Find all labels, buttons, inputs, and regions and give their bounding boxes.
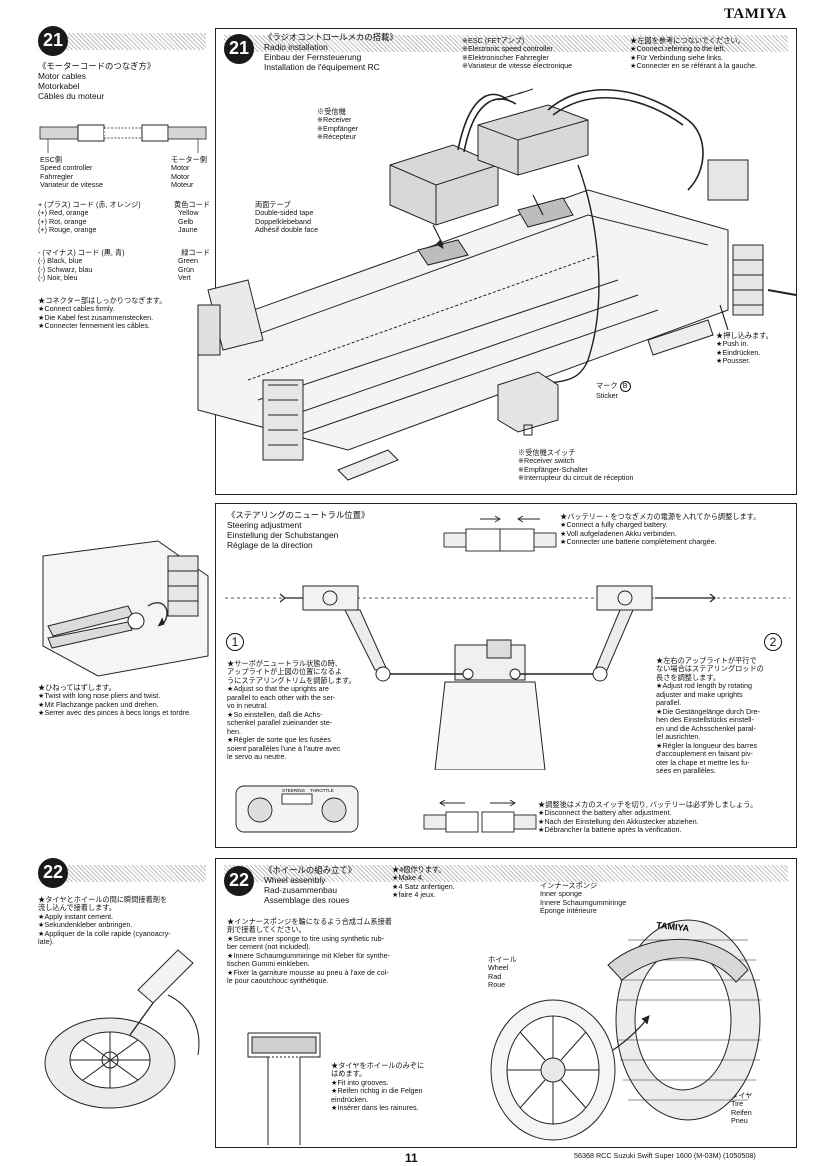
rod-length-note: ★左右のアップライトが平行で ない場合はステアリングロッドの 長さを調整します。… [656, 656, 764, 776]
minus-row-right: Vert [178, 273, 191, 283]
sticker-mark-label: マーク [596, 381, 618, 390]
motor-side-label: モーター側 Motor Motor Moteur [171, 155, 207, 190]
push-in-note: ★押し込みます。 ★Push in. ★Eindrücken. ★Pousser… [716, 331, 773, 366]
motor-cables-title-en: Motor cables [38, 70, 86, 81]
radio-installation-heading: 《ラジオコントロールメカの搭載》 Radio installation Einb… [264, 32, 444, 73]
motor-cables-title-de: Motorkabel [38, 80, 80, 91]
minus-header-right: 緑コード [181, 248, 210, 257]
inner-sponge-label: インナースポンジ Inner sponge Innere Schaumgummi… [540, 881, 627, 916]
plus-row-left: (+) Rot, orange [38, 216, 87, 226]
sticker-mark: マーク B Sticker [596, 381, 656, 400]
minus-row-left: (-) Schwarz, blau [38, 264, 93, 274]
wheel-tire-illustration: TAMIYA [490, 919, 761, 1141]
pliers-note: ★ひねってはずします。 ★Twist with long nose pliers… [38, 683, 192, 718]
steering-title-de: Einstellung der Schubstangen [227, 529, 339, 540]
steering-title-en: Steering adjustment [227, 519, 302, 530]
make-four-note: ★4個作ります。 ★Make 4. ★4 Satz anfertigen. ★f… [392, 865, 455, 900]
wheel-title-en: Wheel assembly [264, 874, 326, 885]
motor-connector-diagram [39, 124, 207, 153]
step-marker-2: 2 [764, 633, 782, 651]
esc-note: ※ESC (FETアンプ) ※Electronic speed controll… [462, 36, 573, 71]
steering-title-jp: 《ステアリングのニュートラル位置》 [227, 510, 370, 520]
disconnect-battery-note: ★調整後はメカのスイッチを切り, バッテリーは必ず外しましょう。 ★Discon… [538, 800, 758, 835]
wheel-assembly-heading: 《ホイールの組み立て》 Wheel assembly Rad-zusammenb… [264, 865, 394, 906]
receiver-note: ※受信機 ※Receiver ※Empfänger ※Récepteur [317, 107, 359, 142]
plus-row-left: (+) Rouge, orange [38, 225, 97, 235]
radio-title-de: Einbau der Fernsteuerung [264, 51, 362, 62]
trim-label-throttle: THROTTLE [310, 788, 334, 793]
wheel-label: ホイール Wheel Rad Roue [488, 955, 517, 990]
motor-cables-title-jp: 《モーターコードのつなぎ方》 [38, 61, 156, 71]
wheel-title-de: Rad-zusammenbau [264, 884, 338, 895]
refer-left-note: ★左図を参考につないでください。 ★Connect referring to t… [630, 36, 758, 71]
plus-row-right: Gelb [178, 216, 194, 226]
motor-cables-heading: 《モーターコードのつなぎ方》 Motor cables Motorkabel C… [38, 61, 208, 102]
receiver-switch-note: ※受信機スイッチ ※Receiver switch ※Empfänger-Sch… [518, 448, 634, 483]
step21-main-badge: 21 [224, 34, 254, 64]
plus-row-right: Jaune [178, 225, 198, 235]
minus-cable-table: - (マイナス) コード (黒, 青) 緑コード (-) Black, blue… [38, 248, 210, 283]
glue-tire-illustration [44, 949, 200, 1109]
wheel-title-fr: Assemblage des roues [264, 894, 350, 905]
sticker-label: Sticker [596, 391, 618, 400]
steering-linkage-illustration [225, 585, 790, 770]
step22-main-badge: 22 [224, 866, 254, 896]
steering-panel [215, 503, 797, 848]
sticker-mark-letter: B [619, 381, 631, 392]
battery-disconnect-diagram [423, 799, 537, 833]
inner-sponge-cement-note: ★インナースポンジを輪になるよう合成ゴム系接着 剤で接着してください。 ★Sec… [227, 917, 392, 986]
step21-left-badge: 21 [38, 26, 68, 56]
step-marker-1: 1 [226, 633, 244, 651]
plus-row-right: Yellow [178, 208, 199, 218]
steering-heading: 《ステアリングのニュートラル位置》 Steering adjustment Ei… [227, 510, 427, 551]
radio-title-jp: 《ラジオコントロールメカの搭載》 [264, 32, 398, 42]
step22-main-panel [215, 858, 797, 1148]
radio-title-fr: Installation de l'équipement RC [264, 61, 380, 72]
minus-row-right: Grün [178, 264, 194, 274]
minus-row-left: (-) Black, blue [38, 256, 83, 266]
page-number: 11 [405, 1151, 418, 1165]
tire-label: タイヤ Tire Reifen Pneu [731, 1091, 753, 1126]
instant-cement-note: ★タイヤとホイールの間に瞬間接着剤を 流し込んで接着します。 ★Apply in… [38, 895, 171, 947]
tire-brand-text: TAMIYA [656, 920, 690, 933]
step21-main-panel [215, 28, 797, 495]
esc-side-label: ESC側 Speed controller Fahrregler Variate… [40, 155, 103, 190]
connect-firmly-note: ★コネクター部はしっかりつなぎます。 ★Connect cables firml… [38, 296, 167, 331]
steering-title-fr: Réglage de la direction [227, 539, 313, 550]
wheel-title-jp: 《ホイールの組み立て》 [264, 865, 357, 875]
tire-cross-section [247, 1032, 321, 1145]
fit-grooves-note: ★タイヤをホイールのみぞに はめます。 ★Fit into grooves. ★… [331, 1061, 425, 1113]
minus-header-left: - (マイナス) コード (黒, 青) [38, 248, 125, 257]
brand-title: TAMIYA [724, 6, 788, 22]
step21-main-banner [224, 35, 788, 52]
plus-cable-table: + (プラス) コード (赤, オレンジ) 黄色コード (+) Red, ora… [38, 200, 210, 235]
plus-header-left: + (プラス) コード (赤, オレンジ) [38, 200, 141, 209]
battery-connector-diagram [443, 515, 557, 552]
step22-left-badge: 22 [38, 858, 68, 888]
pliers-twist-illustration [42, 540, 209, 677]
minus-row-left: (-) Noir, bleu [38, 273, 78, 283]
trim-label-steering: STEERING [282, 788, 306, 793]
double-sided-tape-note: 両面テープ Double-sided tape Doppelklebeband … [255, 200, 319, 235]
transmitter-trim-illustration: STEERING THROTTLE [235, 785, 359, 833]
step21-left-banner [38, 33, 206, 50]
servo-neutral-note: ★サーボがニュートラル状態の時、 アップライトが上図の位置になるよ うにステアリ… [227, 659, 356, 762]
radio-title-en: Radio installation [264, 41, 328, 52]
chassis-radio-illustration [197, 88, 797, 481]
battery-connect-note: ★バッテリー・をつなぎメカの電源を入れてから調整します。 ★Connect a … [560, 512, 761, 547]
step22-main-banner [224, 865, 788, 882]
footer-model-text: 56368 RCC Suzuki Swift Super 1600 (M-03M… [574, 1151, 756, 1160]
motor-cables-title-fr: Câbles du moteur [38, 90, 105, 101]
plus-row-left: (+) Red, orange [38, 208, 89, 218]
plus-header-right: 黄色コード [174, 200, 210, 209]
minus-row-right: Green [178, 256, 198, 266]
step22-left-banner [38, 865, 206, 882]
